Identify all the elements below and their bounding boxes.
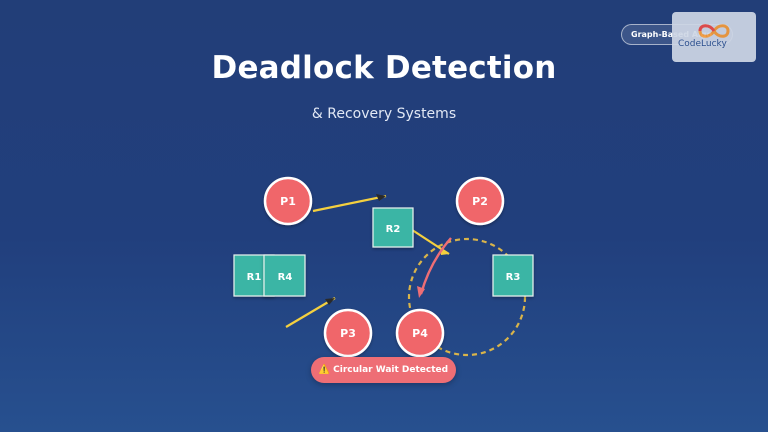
page-subtitle: & Recovery Systems <box>311 106 457 122</box>
arrowhead-icon <box>417 286 425 298</box>
resource-label: R2 <box>386 224 401 235</box>
warning-icon: ⚠️ <box>318 365 331 375</box>
resource-node-r2[interactable]: R2 <box>372 207 414 248</box>
deadlock-cycle-ring <box>407 237 527 357</box>
edge-p3-r1 <box>285 297 336 328</box>
process-label: P3 <box>340 327 356 340</box>
resource-label: R3 <box>506 272 521 283</box>
process-node-p4[interactable]: P4 <box>395 308 445 358</box>
resource-label: R1 <box>247 272 262 283</box>
resource-node-r4[interactable]: R4 <box>263 254 306 297</box>
status-badge: ⚠️Circular Wait Detected <box>311 357 456 383</box>
brand-name: CodeLucky <box>678 39 727 49</box>
process-node-p1[interactable]: P1 <box>263 176 313 226</box>
process-label: P4 <box>412 327 428 340</box>
process-label: P2 <box>472 195 488 208</box>
page-title: Deadlock Detection <box>211 50 557 86</box>
brand-mark-icon <box>698 24 730 38</box>
resource-node-r3[interactable]: R3 <box>492 254 534 297</box>
resource-label: R4 <box>278 272 293 283</box>
process-node-p3[interactable]: P3 <box>323 308 373 358</box>
arrowhead-icon <box>376 194 386 201</box>
status-label: Circular Wait Detected <box>333 365 449 375</box>
edge-p1-r2 <box>312 194 387 213</box>
arrowhead-icon <box>325 298 335 305</box>
process-node-p2[interactable]: P2 <box>455 176 505 226</box>
circular-wait-arrow <box>417 237 452 298</box>
process-label: P1 <box>280 195 296 208</box>
brand-logo: CodeLucky <box>672 12 756 62</box>
